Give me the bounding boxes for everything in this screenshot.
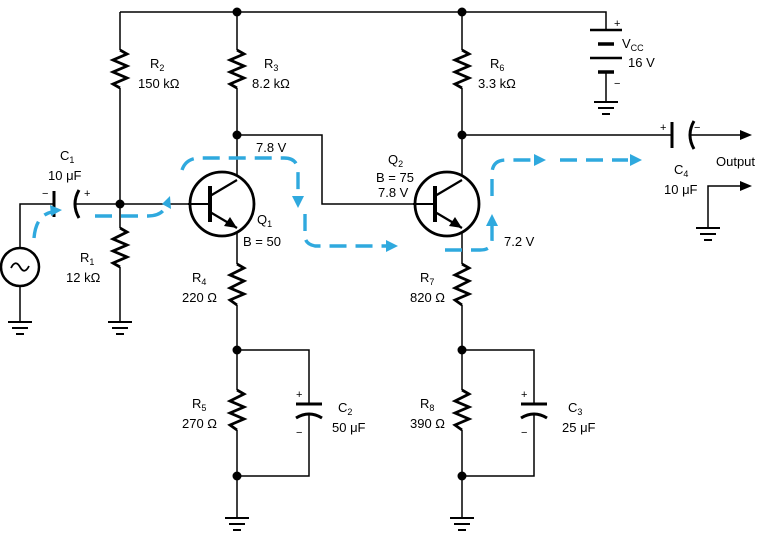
resistor-r8 — [451, 388, 473, 432]
battery-icon — [590, 28, 622, 80]
ground-icon — [449, 517, 475, 531]
capacitor-c4 — [670, 120, 696, 150]
c2-label: C2 — [338, 400, 352, 417]
q2-label: Q2 — [388, 152, 403, 169]
c1-plus: + — [84, 188, 90, 200]
r1-value: 12 kΩ — [66, 270, 101, 285]
ground-icon — [695, 227, 721, 241]
c4-label: C4 — [674, 162, 688, 179]
r6-value: 3.3 kΩ — [478, 76, 516, 91]
resistor-r1 — [109, 226, 131, 269]
r3-label: R3 — [264, 56, 278, 73]
ground-icon — [107, 321, 133, 335]
r1-label: R1 — [80, 250, 94, 267]
r5-value: 270 Ω — [182, 416, 217, 431]
capacitor-c1 — [52, 189, 81, 219]
ground-icon — [7, 321, 33, 335]
output-arrows — [740, 130, 752, 191]
labels: R2 150 kΩ R3 8.2 kΩ R6 3.3 kΩ VCC 16 V +… — [42, 18, 755, 439]
ground-icon — [224, 517, 250, 531]
transistor-q1 — [188, 170, 256, 238]
capacitor-c2 — [295, 402, 323, 420]
r8-label: R8 — [420, 396, 434, 413]
q1-collector-voltage: 7.8 V — [256, 140, 287, 155]
vcc-plus: + — [614, 18, 620, 30]
resistor-r5 — [226, 388, 248, 432]
r7-value: 820 Ω — [410, 290, 445, 305]
q2-beta: B = 75 — [376, 170, 414, 185]
r2-label: R2 — [150, 56, 164, 73]
c4-value: 10 μF — [664, 182, 698, 197]
junctions — [115, 7, 467, 481]
c1-minus: − — [42, 188, 48, 200]
resistor-r7 — [451, 262, 473, 307]
c3-minus: − — [521, 427, 527, 439]
signal-path — [32, 154, 642, 252]
r4-label: R4 — [192, 270, 206, 287]
output-label: Output — [716, 154, 755, 169]
vcc-value: 16 V — [628, 55, 655, 70]
r8-value: 390 Ω — [410, 416, 445, 431]
r5-label: R5 — [192, 396, 206, 413]
r3-value: 8.2 kΩ — [252, 76, 290, 91]
resistor-r6 — [451, 48, 473, 90]
c2-minus: − — [296, 427, 302, 439]
wires — [19, 11, 742, 518]
q1-beta: B = 50 — [243, 234, 281, 249]
resistor-r3 — [226, 48, 248, 90]
q1-label: Q1 — [257, 212, 272, 229]
ground-icon — [593, 101, 619, 115]
c4-minus: − — [694, 122, 700, 134]
c3-label: C3 — [568, 400, 582, 417]
c2-plus: + — [296, 389, 302, 401]
q2-base-voltage: 7.8 V — [378, 185, 409, 200]
capacitors — [52, 120, 696, 420]
c3-plus: + — [521, 389, 527, 401]
transistor-q2 — [413, 170, 481, 238]
grounds — [7, 101, 721, 531]
capacitor-c3 — [520, 402, 548, 420]
q2-emitter-voltage: 7.2 V — [504, 234, 535, 249]
c2-value: 50 μF — [332, 420, 366, 435]
r4-value: 220 Ω — [182, 290, 217, 305]
c1-label: C1 — [60, 148, 74, 165]
resistor-r4 — [226, 262, 248, 307]
r7-label: R7 — [420, 270, 434, 287]
vcc-label: VCC — [622, 36, 644, 53]
resistor-r2 — [109, 48, 131, 90]
c1-value: 10 μF — [48, 168, 82, 183]
resistors — [109, 48, 473, 432]
c3-value: 25 μF — [562, 420, 596, 435]
vcc-minus: − — [614, 78, 620, 90]
ac-source-icon — [0, 246, 41, 288]
c4-plus: + — [660, 122, 666, 134]
r6-label: R6 — [490, 56, 504, 73]
r2-value: 150 kΩ — [138, 76, 180, 91]
